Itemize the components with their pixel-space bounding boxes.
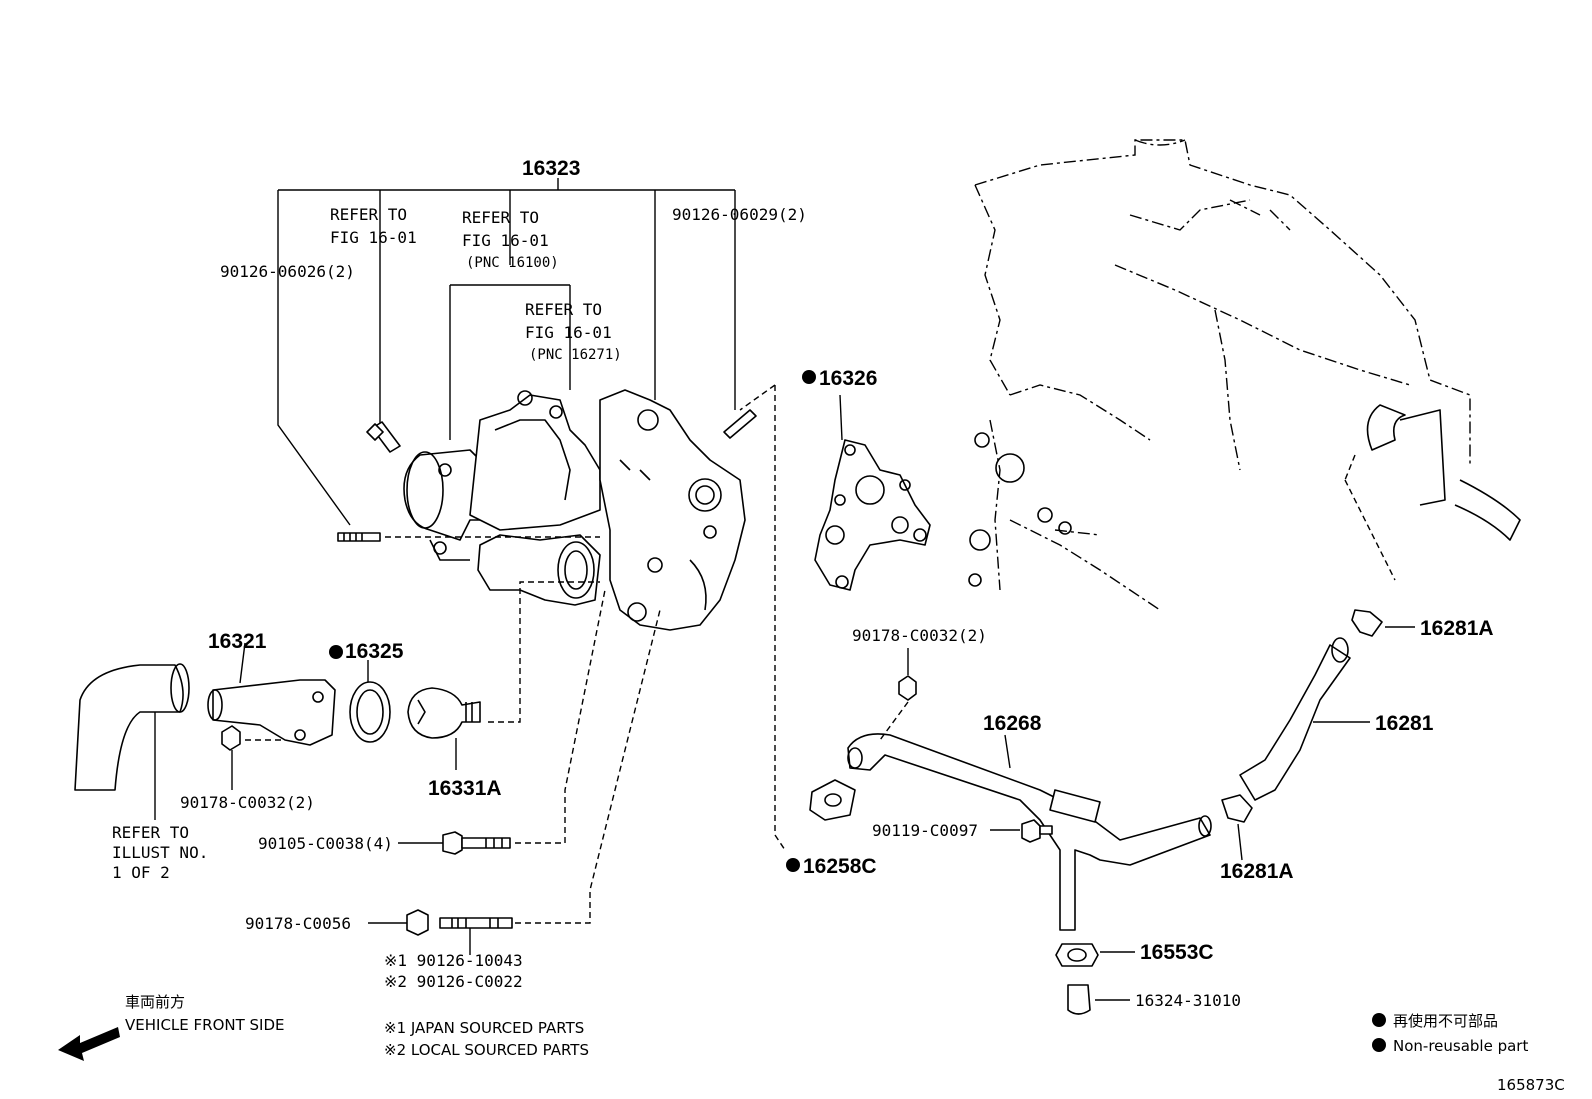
refer-b-line2: FIG 16-01	[462, 231, 549, 250]
part-stud-left: 90126-06026(2)	[220, 262, 355, 281]
engine-block-outline	[968, 139, 1521, 611]
nut-90178-c0056	[368, 909, 429, 936]
callout-16258C: 16258C	[803, 855, 877, 878]
legend-jp: 再使用不可部品	[1393, 1012, 1498, 1030]
part-nut-inlet: 90178-C0032(2)	[180, 793, 315, 812]
non-reusable-marker-16326	[802, 370, 816, 384]
legend-dot-en	[1372, 1038, 1386, 1052]
callout-16281A-top: 16281A	[1420, 617, 1494, 640]
gasket-16325	[349, 660, 391, 743]
legend-en: Non-reusable part	[1393, 1037, 1528, 1055]
bolt-90119	[990, 819, 1053, 843]
part-cap-16324: 16324-31010	[1135, 991, 1241, 1010]
vehicle-front-arrow-icon	[58, 1027, 120, 1061]
part-nut-90178-c0056: 90178-C0056	[245, 914, 351, 933]
callout-16268: 16268	[983, 712, 1042, 735]
gasket-16258C	[809, 779, 856, 821]
nut-inlet	[221, 725, 241, 751]
bracket-16323	[277, 178, 736, 526]
bolt-top-left	[366, 421, 401, 453]
refer-a-line2: FIG 16-01	[330, 228, 417, 247]
gasket-16326	[814, 394, 931, 591]
refer-c-line3: (PNC 16271)	[529, 347, 622, 363]
callout-16325: 16325	[345, 640, 404, 663]
figure-id: 165873C	[1497, 1076, 1565, 1094]
stud-right	[723, 409, 757, 439]
sourcing-local: ※2 LOCAL SOURCED PARTS	[384, 1041, 589, 1059]
bypass-pipe-16268	[847, 733, 1212, 931]
water-inlet-16321	[207, 642, 336, 746]
part-stud-local: ※2 90126-C0022	[384, 972, 523, 991]
part-stud-right: 90126-06029(2)	[672, 205, 807, 224]
refer-b-line1: REFER TO	[462, 208, 539, 227]
nut-pipe	[898, 675, 917, 701]
non-reusable-marker-16258C	[786, 858, 800, 872]
refer-a-line1: REFER TO	[330, 205, 407, 224]
sourcing-japan: ※1 JAPAN SOURCED PARTS	[384, 1019, 584, 1037]
refer-c-line1: REFER TO	[525, 300, 602, 319]
callout-16281: 16281	[1375, 712, 1434, 735]
bolt-90105	[398, 831, 511, 855]
callout-16281A-bottom: 16281A	[1220, 860, 1294, 883]
direction-en: VEHICLE FRONT SIDE	[125, 1016, 285, 1034]
refer-b-line3: (PNC 16100)	[466, 255, 559, 271]
non-reusable-marker-16325	[329, 645, 343, 659]
water-pump-assembly	[403, 389, 746, 631]
refer-c-line2: FIG 16-01	[525, 323, 612, 342]
part-nut-pipe: 90178-C0032(2)	[852, 626, 987, 645]
stud-90126	[439, 917, 513, 929]
radiator-hose-left	[74, 663, 190, 820]
callout-16323: 16323	[522, 157, 580, 180]
cap-16324	[1067, 984, 1130, 1015]
illust-line3: 1 OF 2	[112, 863, 170, 882]
stud-left	[337, 532, 381, 542]
clamp-16281A-bottom	[1221, 794, 1253, 861]
part-stud-jp: ※1 90126-10043	[384, 951, 523, 970]
illust-line2: ILLUST NO.	[112, 843, 208, 862]
clamp-16553C	[1055, 943, 1135, 967]
callout-16321: 16321	[208, 630, 267, 653]
legend-dot-jp	[1372, 1013, 1386, 1027]
direction-jp: 車両前方	[125, 993, 185, 1011]
thermostat-16331A	[407, 687, 481, 770]
clamp-16281A-top	[1351, 609, 1415, 637]
callout-16331A: 16331A	[428, 777, 502, 800]
illust-line1: REFER TO	[112, 823, 189, 842]
part-bolt-90119: 90119-C0097	[872, 821, 978, 840]
callout-16326: 16326	[819, 367, 877, 390]
hose-16281	[1239, 637, 1370, 801]
part-bolt-90105: 90105-C0038(4)	[258, 834, 393, 853]
callout-16553C: 16553C	[1140, 941, 1214, 964]
